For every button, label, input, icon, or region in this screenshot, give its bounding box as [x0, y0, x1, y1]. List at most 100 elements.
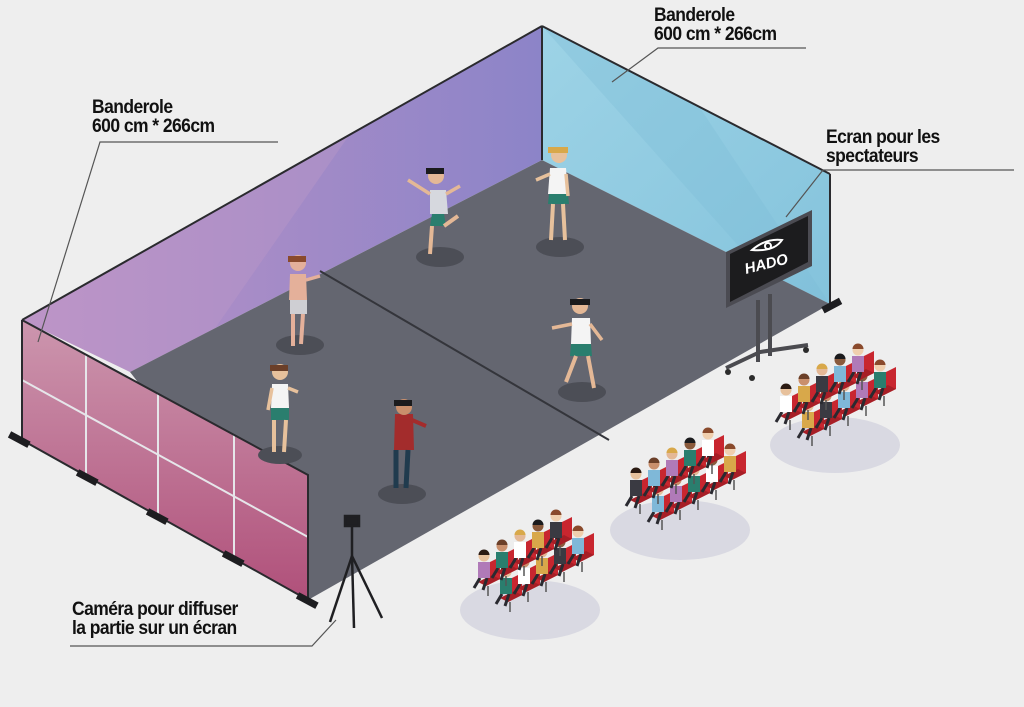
spectator-legs	[494, 593, 511, 607]
spectator-body	[834, 366, 846, 382]
back-left-banner-shade	[22, 134, 350, 372]
vr-player-icon	[258, 364, 302, 464]
spectator-legs	[660, 475, 677, 489]
spectator-legs	[846, 371, 863, 385]
spectator-legs	[508, 557, 525, 571]
spectator-body	[852, 356, 864, 372]
chair-seat	[724, 469, 746, 480]
spectator-hair	[816, 363, 828, 369]
front-banner-frame	[21, 355, 309, 558]
chair-seat	[702, 453, 724, 464]
spectator-legs	[526, 547, 543, 561]
spectator-body	[798, 386, 810, 402]
chair-seat	[532, 545, 554, 556]
spectator-icon	[508, 529, 536, 576]
spectator-legs	[682, 491, 699, 505]
spectator-hair	[852, 343, 864, 349]
chair-seat	[514, 555, 536, 566]
hado-eye-logo-icon	[749, 238, 784, 252]
spectator-body	[684, 450, 696, 466]
back-right-banner-shade	[542, 26, 830, 304]
center-line	[319, 270, 610, 441]
camera-label: Caméra pour diffuser la partie sur un éc…	[72, 600, 238, 638]
spectator-legs	[700, 481, 717, 495]
chair-seat	[652, 509, 674, 520]
spectator-hair	[478, 549, 490, 555]
banner-right-label-line2: 600 cm * 266cm	[654, 24, 777, 45]
spectator-legs	[828, 381, 845, 395]
spectator-legs	[796, 427, 813, 441]
spectator-icon	[696, 427, 724, 474]
chair-seat	[834, 379, 856, 390]
spectator-legs	[664, 501, 681, 515]
spectator-icon	[566, 525, 594, 572]
vr-player-icon	[407, 168, 464, 267]
spectator-hair	[780, 383, 792, 389]
chair-seat	[820, 415, 842, 426]
chair-seat	[802, 425, 824, 436]
spectator-legs	[624, 495, 641, 509]
spectator-body	[666, 460, 678, 476]
players	[258, 147, 606, 504]
spectator-legs	[810, 391, 827, 405]
spectator-body	[780, 396, 792, 412]
spectator-icon	[846, 343, 874, 390]
spectator-body	[630, 480, 642, 496]
spectator-legs	[490, 567, 507, 581]
spectator-body	[816, 376, 828, 392]
chair-seat	[684, 463, 706, 474]
chair-seat	[816, 389, 838, 400]
spectator-icon	[868, 359, 896, 406]
spectator-icon	[544, 509, 572, 556]
chair-seat	[478, 575, 500, 586]
spectator-legs	[472, 577, 489, 591]
spectator-legs	[832, 407, 849, 421]
vr-player-icon	[551, 298, 606, 402]
chair-seat	[630, 493, 652, 504]
banner-right-label: Banderole 600 cm * 266cm	[654, 6, 777, 44]
camera-label-line2: la partie sur un écran	[72, 618, 237, 639]
spectator-seating	[460, 343, 900, 640]
chair-seat	[572, 551, 594, 562]
spectator-legs	[548, 563, 565, 577]
arena	[7, 25, 843, 609]
spectator-body	[874, 372, 886, 388]
chair-seat	[554, 561, 576, 572]
spectator-hair	[834, 353, 846, 359]
chair-seat	[838, 405, 860, 416]
spectator-icon	[718, 443, 746, 490]
banner-right-label-line1: Banderole	[654, 5, 735, 26]
spectator-body	[496, 552, 508, 568]
banner-left-label-line2: 600 cm * 266cm	[92, 116, 215, 137]
camera-tripod-icon	[328, 514, 384, 629]
spectator-hair	[874, 359, 886, 365]
wall-feet	[7, 297, 843, 609]
spectator-hair	[514, 529, 526, 535]
vr-player-icon	[378, 399, 427, 504]
vr-player-icon	[276, 255, 324, 355]
chair-seat	[874, 385, 896, 396]
spectator-hair	[684, 437, 696, 443]
spectator-legs	[530, 573, 547, 587]
spectator-body	[514, 542, 526, 558]
spectator-hair	[572, 525, 584, 531]
spectator-legs	[642, 485, 659, 499]
chair-seat	[706, 479, 728, 490]
spectator-legs	[868, 387, 885, 401]
spectator-hair	[496, 539, 508, 545]
spectator-hair	[648, 457, 660, 463]
chair-seat	[496, 565, 518, 576]
spectator-legs	[544, 537, 561, 551]
camera-label-line1: Caméra pour diffuser	[72, 599, 238, 620]
spectator-legs	[646, 511, 663, 525]
screen-label: Ecran pour les spectateurs	[826, 128, 940, 166]
spectator-body	[550, 522, 562, 538]
spectator-legs	[696, 455, 713, 469]
spectator-legs	[850, 397, 867, 411]
spectator-hair	[702, 427, 714, 433]
chair-seat	[798, 399, 820, 410]
spectator-hair	[532, 519, 544, 525]
chair-seat	[852, 369, 874, 380]
chair-seat	[536, 571, 558, 582]
spectator-legs	[792, 401, 809, 415]
